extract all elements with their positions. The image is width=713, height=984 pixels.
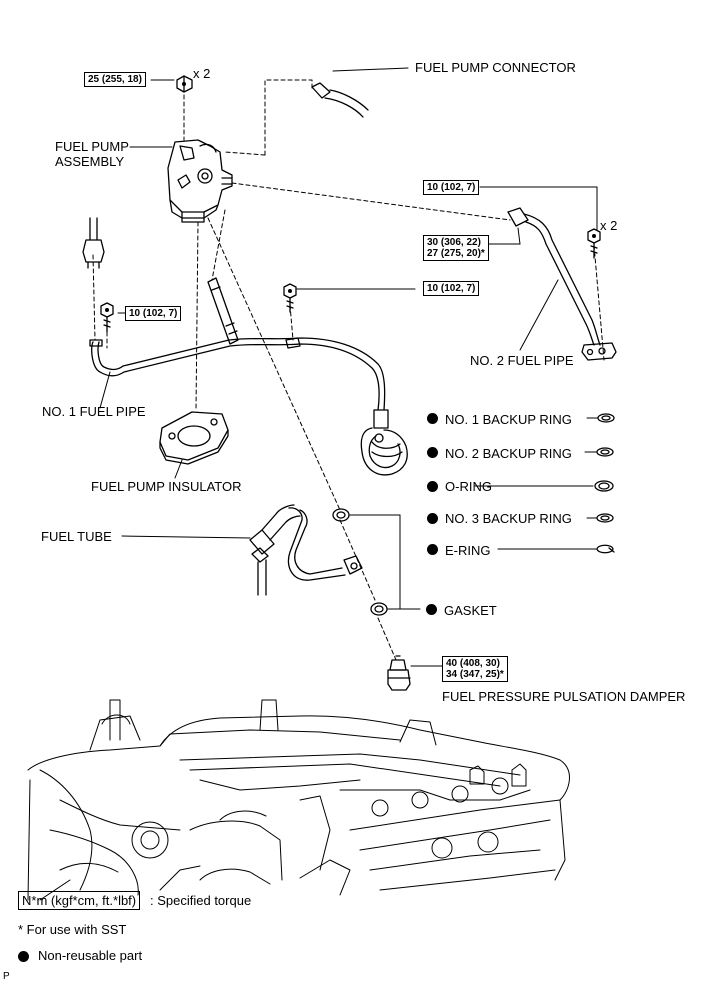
torque-box-pump-nut: 25 (255, 18) [84,72,146,87]
lower-gasket-part [370,602,388,616]
label-seal-part: NO. 1 BACKUP RING [445,412,572,427]
non-reusable-marker [427,413,438,424]
seal-rings [594,413,615,554]
torque-value: 10 (102, 7) [129,308,178,319]
label-fuel-pump-assembly-line2: ASSEMBLY [55,154,125,169]
label-fuel-pump-assembly-line1: FUEL PUMP [55,139,129,154]
legend-sst-note: * For use with SST [18,922,127,937]
legend-torque-unit-box: N*m (kgf*cm, ft.*lbf) [18,891,141,910]
torque-box-no2-pipe-bolt: 10 (102, 7) [423,180,480,195]
center-bolt-part [283,283,297,313]
non-reusable-marker [427,481,438,492]
torque-box-center-bolt: 10 (102, 7) [423,281,480,296]
label-seal-part: NO. 3 BACKUP RING [445,511,572,526]
non-reusable-marker [427,544,438,555]
pump-union-tube [207,277,239,345]
legend-torque-desc: : Specified torque [150,893,252,908]
torque-value-sst: 27 (275, 20)* [427,248,485,259]
fuel-pump-body [167,139,233,223]
legend-non-reusable-dot [18,951,29,962]
corner-mark: P [3,971,10,982]
torque-value: 10 (102, 7) [427,283,476,294]
fuel-pump-connector-part [311,82,369,118]
non-reusable-marker [427,513,438,524]
alignment-lines [92,79,605,661]
label-seal-part: NO. 2 BACKUP RING [445,446,572,461]
fuel-tube-part [249,504,363,596]
engine-illustration [27,699,570,901]
torque-box-no1-pipe-bolt: 10 (102, 7) [125,306,182,321]
torque-value-sst: 34 (347, 25)* [446,669,504,680]
label-fuel-pressure-pulsation-damper: FUEL PRESSURE PULSATION DAMPER [442,689,686,704]
label-gasket: GASKET [444,603,497,618]
torque-value: 30 (306, 22) [427,237,481,248]
legend-non-reusable-desc: Non-reusable part [38,948,143,963]
quantity-label: x 2 [600,218,618,233]
torque-box-damper: 40 (408, 30) 34 (347, 25)* [442,656,508,682]
torque-value: 25 (255, 18) [88,74,142,85]
no2-pipe-bolt-part [587,228,601,259]
fuel-pump-insulator-part [159,411,229,465]
torque-value: 40 (408, 30) [446,658,500,669]
label-seal-part: O-RING [445,479,492,494]
delivery-pipe-stub [82,217,105,269]
no2-fuel-pipe-part [507,207,617,361]
quantity-label: x 2 [193,66,211,81]
no1-fuel-pipe-part [89,337,408,476]
label-fuel-pump-connector: FUEL PUMP CONNECTOR [415,60,576,75]
label-fuel-tube: FUEL TUBE [41,529,112,544]
upper-gasket-part [332,508,350,522]
non-reusable-marker [427,447,438,458]
torque-box-no2-pipe-union: 30 (306, 22) 27 (275, 20)* [423,235,489,261]
label-fuel-pump-insulator: FUEL PUMP INSULATOR [91,479,242,494]
label-no1-fuel-pipe: NO. 1 FUEL PIPE [42,404,146,419]
torque-value: 10 (102, 7) [427,182,476,193]
label-no2-fuel-pipe: NO. 2 FUEL PIPE [470,353,574,368]
pulsation-damper-part [387,655,411,691]
label-seal-part: E-RING [445,543,491,558]
non-reusable-marker [426,604,437,615]
no1-pipe-bolt-part [100,302,114,333]
